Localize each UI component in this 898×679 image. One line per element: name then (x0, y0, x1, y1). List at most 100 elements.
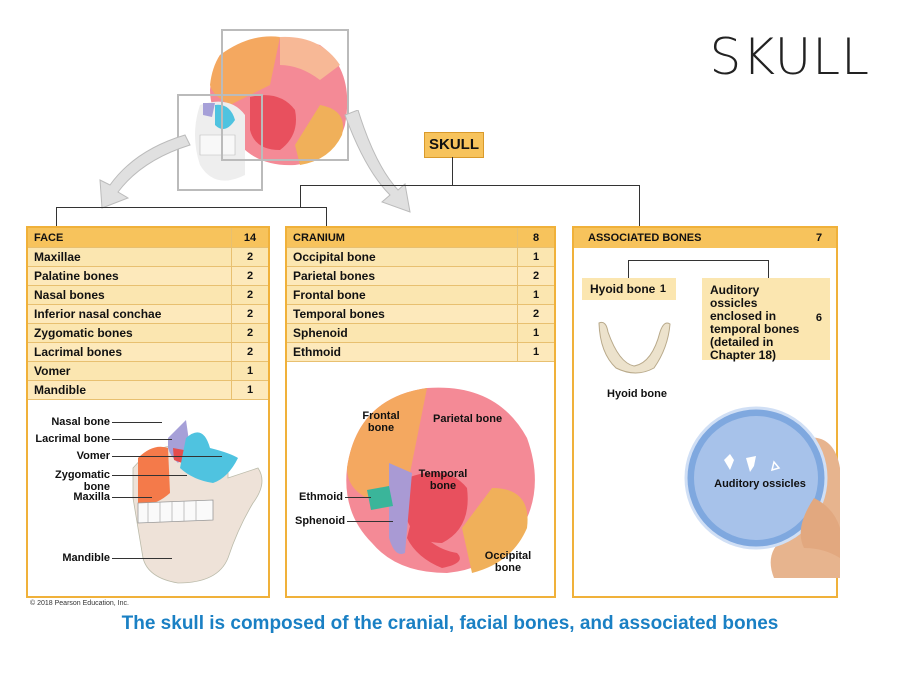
tree-line (56, 207, 326, 208)
tree-line (326, 207, 327, 227)
tree-line (628, 260, 768, 261)
ossicles-label: Auditory ossicles enclosed in temporal b… (710, 283, 800, 362)
ossicles-box: Auditory ossicles enclosed in temporal b… (702, 278, 830, 362)
leader-line (112, 558, 172, 559)
slide-title: SKULL (709, 28, 870, 86)
face-header-count: 14 (231, 228, 268, 248)
ossicles-caption: Auditory ossicles (714, 478, 806, 490)
row-name: Temporal bones (287, 304, 518, 324)
label-temporal-bone: Temporal bone (418, 468, 468, 492)
leader-line (112, 456, 222, 457)
label-lacrimal-bone: Lacrimal bone (35, 433, 110, 445)
row-count: 1 (231, 361, 268, 381)
row-count: 1 (517, 247, 554, 267)
leader-line (112, 475, 187, 476)
cranium-header-row: CRANIUM 8 (287, 228, 554, 248)
row-count: 1 (517, 323, 554, 343)
face-header: FACE (28, 228, 232, 248)
cranium-header: CRANIUM (287, 228, 518, 248)
row-name: Mandible (28, 380, 232, 400)
pointer-arrows (99, 110, 411, 213)
row-count: 1 (517, 342, 554, 362)
row-count: 2 (517, 304, 554, 324)
tree-line (300, 185, 640, 186)
label-zygomatic-bone: Zygomatic bone (54, 469, 110, 493)
leader-line (112, 439, 172, 440)
row-name: Inferior nasal conchae (28, 304, 232, 324)
row-count: 2 (231, 323, 268, 343)
ossicles-count: 6 (815, 312, 822, 324)
row-name: Palatine bones (28, 266, 232, 286)
cranium-header-count: 8 (517, 228, 554, 248)
face-bones-illustration (132, 420, 263, 584)
face-header-row: FACE 14 (28, 228, 268, 248)
leader-line (347, 521, 393, 522)
tree-line (628, 260, 629, 278)
label-nasal-bone: Nasal bone (51, 416, 110, 428)
leader-line (112, 422, 162, 423)
label-maxilla: Maxilla (73, 491, 110, 503)
row-count: 2 (517, 266, 554, 286)
row-name: Occipital bone (287, 247, 518, 267)
row-name: Maxillae (28, 247, 232, 267)
cranium-bones-illustration (346, 387, 535, 573)
label-sphenoid: Sphenoid (295, 515, 346, 527)
row-count: 1 (517, 285, 554, 305)
row-name: Nasal bones (28, 285, 232, 305)
hyoid-box: Hyoid bone 1 (582, 278, 676, 300)
skull-overview-illustration (177, 29, 349, 191)
leader-line (112, 497, 152, 498)
hyoid-caption: Hyoid bone (607, 388, 667, 400)
row-name: Sphenoid (287, 323, 518, 343)
tree-line (768, 260, 769, 278)
label-parietal-bone: Parietal bone (433, 413, 503, 425)
row-count: 1 (231, 380, 268, 400)
label-vomer: Vomer (76, 450, 110, 462)
row-count: 2 (231, 304, 268, 324)
auditory-ossicles-illustration (684, 406, 840, 578)
associated-header-row: ASSOCIATED BONES 7 (574, 228, 836, 248)
row-name: Zygomatic bones (28, 323, 232, 343)
row-name: Lacrimal bones (28, 342, 232, 362)
row-name: Vomer (28, 361, 232, 381)
leader-line (345, 497, 371, 498)
skull-root-box: SKULL (424, 132, 484, 158)
tree-line (300, 185, 301, 207)
associated-header-count: 7 (815, 232, 823, 244)
row-name: Parietal bones (287, 266, 518, 286)
tree-line (452, 157, 453, 185)
label-frontal-bone: Frontal bone (362, 410, 400, 434)
row-count: 2 (231, 266, 268, 286)
copyright-text: © 2018 Pearson Education, Inc. (30, 600, 129, 607)
row-name: Frontal bone (287, 285, 518, 305)
hyoid-count: 1 (659, 283, 666, 295)
label-mandible: Mandible (62, 552, 110, 564)
row-name: Ethmoid (287, 342, 518, 362)
slide-caption: The skull is composed of the cranial, fa… (121, 613, 779, 634)
hyoid-bone-illustration (598, 321, 671, 374)
hyoid-label: Hyoid bone (590, 282, 656, 296)
tree-line (639, 185, 640, 227)
associated-bones-panel: ASSOCIATED BONES 7 Hyoid bone 1 Auditory… (572, 226, 840, 598)
row-count: 2 (231, 285, 268, 305)
row-count: 2 (231, 247, 268, 267)
label-occipital-bone: Occipital bone (484, 550, 532, 574)
